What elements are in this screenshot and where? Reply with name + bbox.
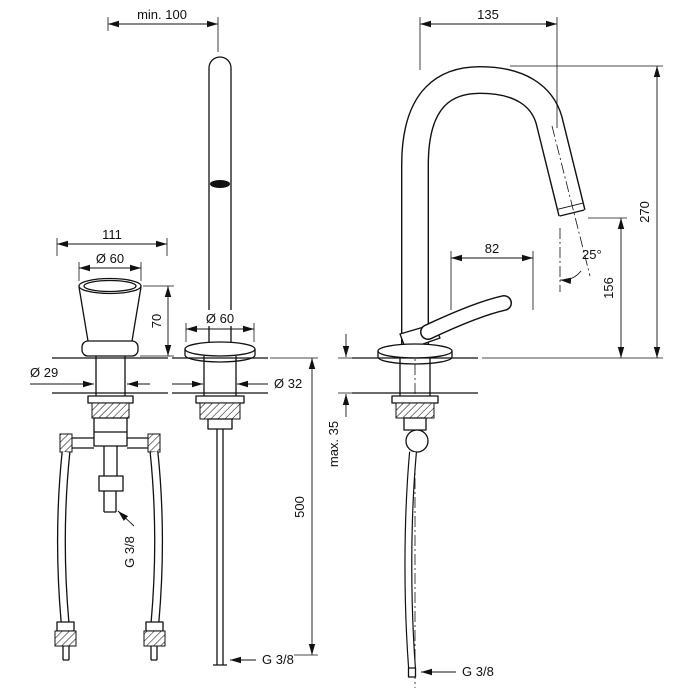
connector-collar-right	[145, 621, 164, 632]
handle-top-inner	[83, 279, 137, 293]
handle-sides	[78, 286, 142, 342]
handle-top	[78, 277, 142, 295]
leader-drain-thread	[117, 510, 135, 527]
connector-tail-right	[150, 646, 158, 661]
ext-min-clearance	[107, 17, 219, 52]
spout-aerator-line	[558, 202, 583, 210]
dim-mount-diameter: Ø 32	[274, 376, 302, 391]
dim-supply-thread-middle: G 3/8	[262, 652, 294, 667]
deck-middle	[172, 357, 268, 394]
elbow-valve	[405, 429, 429, 453]
mounting-nut	[91, 402, 130, 419]
supply-pipe	[213, 429, 227, 666]
faucet-side-view	[352, 65, 591, 688]
connector-nut-right	[143, 630, 166, 647]
handle-base	[81, 340, 139, 357]
deck-left	[52, 357, 168, 394]
valve-outlets	[72, 437, 148, 449]
dim-base-diameter: Ø 60	[206, 311, 234, 326]
dim-connection-length: 500	[292, 496, 307, 518]
mounting-nut	[199, 402, 241, 420]
dim-deck-thickness: max. 35	[326, 421, 341, 467]
label-mask	[197, 310, 243, 326]
deck-right	[352, 357, 478, 394]
dim-total-height: 270	[637, 201, 652, 223]
connector-tail-left	[62, 646, 70, 661]
fitting	[403, 417, 427, 431]
dim-handle-height: 70	[149, 314, 164, 328]
valve-shaft	[95, 356, 126, 396]
dim-spout-reach: 135	[477, 7, 499, 22]
hose-nut-left	[59, 433, 73, 453]
connector-collar-left	[56, 621, 75, 632]
mount-shaft	[203, 356, 237, 396]
dim-handle-diameter: Ø 60	[96, 251, 124, 266]
connector-nut-left	[54, 630, 77, 647]
ext-deck-thickness	[338, 357, 356, 394]
handle-front-view	[52, 277, 168, 661]
dim-body-width: 111	[102, 227, 122, 242]
washer	[391, 395, 439, 404]
drain-pipe	[103, 446, 118, 476]
dimensions: min. 100 135 270 156 82 25° 111 Ø 60 70	[30, 7, 663, 679]
dim-shaft-diameter: Ø 29	[30, 365, 58, 380]
base-flange	[184, 341, 256, 357]
ext-total-height	[482, 65, 663, 359]
washer	[195, 395, 245, 404]
spout-front-view	[172, 56, 268, 666]
angle-arc	[559, 270, 582, 285]
dim-outlet-height: 156	[601, 277, 616, 299]
dim-outlet-angle: 25°	[582, 247, 602, 262]
spout-tip-cap	[559, 209, 585, 217]
dim-handle-reach: 82	[485, 241, 499, 256]
washer	[87, 395, 134, 404]
drain-outlet	[103, 491, 117, 513]
aerator-slot	[210, 180, 230, 188]
dim-min-clearance: min. 100	[137, 7, 187, 22]
fitting	[207, 418, 233, 430]
drain-elbow	[98, 475, 124, 492]
dim-supply-thread-right: G 3/8	[462, 664, 494, 679]
hose-nut-right	[147, 433, 161, 453]
mounting-nut	[395, 402, 435, 419]
mount-shaft	[399, 357, 431, 396]
base-flange-rim	[377, 351, 453, 365]
hose-end	[407, 667, 417, 678]
dim-drain-thread: G 3/8	[122, 536, 137, 568]
outlet-axis-centerline	[551, 125, 591, 277]
spout-column	[208, 56, 232, 344]
base-flange	[377, 343, 453, 359]
